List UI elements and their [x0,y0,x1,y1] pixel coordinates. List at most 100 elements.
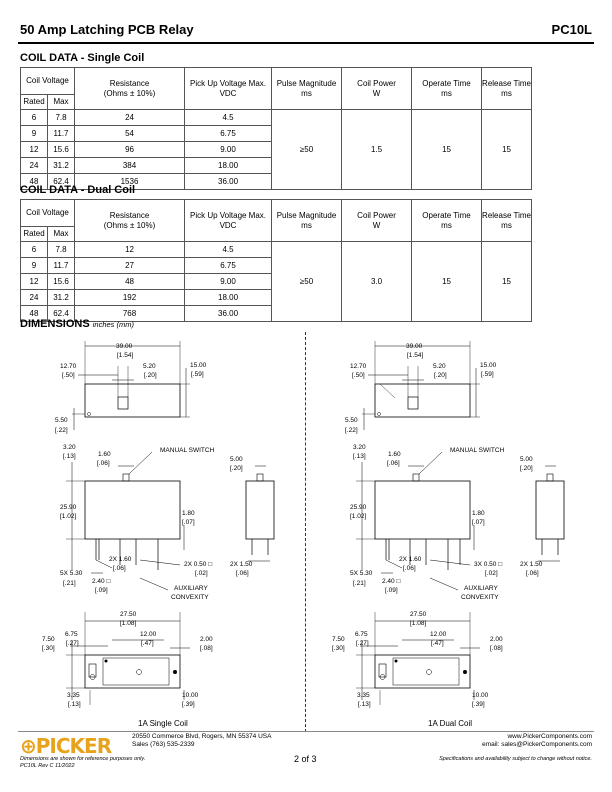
hdr-pickup: Pick Up Voltage Max.VDC [184,67,273,110]
svg-text:[1.08]: [1.08] [120,620,136,627]
footer-notes: Dimensions are shown for reference purpo… [20,756,146,769]
hdr-max: Max [46,94,76,110]
svg-text:[.59]: [.59] [481,371,494,378]
dual-coil-title: COIL DATA - Dual Coil [20,184,136,196]
svg-text:[.22]: [.22] [345,427,358,434]
svg-text:5.00: 5.00 [520,456,533,463]
svg-text:7.50: 7.50 [332,636,345,643]
svg-text:15.00: 15.00 [480,362,497,369]
release-value: 15 [481,241,533,322]
part-number: PC10L [551,22,592,37]
svg-text:5.50: 5.50 [345,417,358,424]
svg-text:[.06]: [.06] [387,460,400,467]
footer-disclaimer: Specifications and availability subject … [439,756,592,762]
dual-coil-detail-line [379,383,396,399]
svg-text:[.30]: [.30] [332,645,345,652]
svg-text:2.00: 2.00 [490,636,503,643]
svg-text:[.13]: [.13] [68,701,81,708]
dual-coil-drawing [355,340,565,706]
svg-text:[.06]: [.06] [97,460,110,467]
svg-text:[.13]: [.13] [358,701,371,708]
svg-text:27.50: 27.50 [120,611,137,618]
svg-text:[.22]: [.22] [55,427,68,434]
svg-text:5.20: 5.20 [433,363,446,370]
power-value: 1.5 [341,109,413,190]
svg-text:3X 0.50 □: 3X 0.50 □ [474,561,502,568]
drawing-divider [305,332,306,732]
dimensions-title: DIMENSIONS inches (mm) [20,318,135,330]
svg-text:[.02]: [.02] [195,570,208,577]
hdr-resistance: Resistance(Ohms ± 10%) [74,67,186,110]
svg-text:[1.02]: [1.02] [350,513,366,520]
single-coil-drawing [65,340,275,706]
svg-text:[.13]: [.13] [63,453,76,460]
caption-dual-coil: 1A Dual Coil [428,719,473,728]
svg-text:12.70: 12.70 [350,363,367,370]
svg-text:12.00: 12.00 [140,631,157,638]
svg-text:12.70: 12.70 [60,363,77,370]
svg-text:39.00: 39.00 [406,343,423,350]
svg-text:[.21]: [.21] [353,580,366,587]
svg-text:[.06]: [.06] [403,565,416,572]
svg-text:1.60: 1.60 [98,451,111,458]
svg-text:2X 1.50: 2X 1.50 [520,561,543,568]
email-link[interactable]: email: sales@PickerComponents.com [482,741,592,748]
page-title: 50 Amp Latching PCB Relay [20,22,194,37]
svg-text:[.20]: [.20] [144,372,157,379]
svg-text:[1.54]: [1.54] [407,352,423,359]
svg-text:[.13]: [.13] [353,453,366,460]
svg-text:2X 0.50 □: 2X 0.50 □ [184,561,212,568]
single-coil-table: Coil Voltage Resistance(Ohms ± 10%) Pick… [19,67,533,190]
caption-single-coil: 1A Single Coil [138,719,188,728]
svg-text:12.00: 12.00 [430,631,447,638]
svg-text:7.50: 7.50 [42,636,55,643]
svg-text:6.75: 6.75 [355,631,368,638]
svg-text:3.20: 3.20 [63,444,76,451]
website-link[interactable]: www.PickerComponents.com [507,733,592,740]
svg-text:1.80: 1.80 [472,510,485,517]
svg-text:[.20]: [.20] [520,465,533,472]
svg-text:[.27]: [.27] [356,640,369,647]
svg-text:[.02]: [.02] [485,570,498,577]
svg-text:1.60: 1.60 [388,451,401,458]
svg-text:[.20]: [.20] [230,465,243,472]
svg-text:15.00: 15.00 [190,362,207,369]
svg-text:27.50: 27.50 [410,611,427,618]
svg-text:[.07]: [.07] [472,519,485,526]
svg-text:2.00: 2.00 [200,636,213,643]
svg-text:1.80: 1.80 [182,510,195,517]
svg-text:2X 1.60: 2X 1.60 [109,556,132,563]
svg-text:3.35: 3.35 [357,692,370,699]
svg-text:[.39]: [.39] [472,701,485,708]
svg-text:AUXILIARY: AUXILIARY [174,585,209,592]
svg-text:[.09]: [.09] [95,587,108,594]
svg-text:2.40 □: 2.40 □ [382,578,400,585]
operate-value: 15 [411,109,483,190]
footer-rule [18,731,594,732]
svg-text:CONVEXITY: CONVEXITY [171,594,209,601]
svg-text:3.35: 3.35 [67,692,80,699]
svg-text:10.00: 10.00 [472,692,489,699]
svg-text:[.06]: [.06] [236,570,249,577]
svg-text:39.00: 39.00 [116,343,133,350]
svg-text:[.09]: [.09] [385,587,398,594]
hdr-resistance: Resistance(Ohms ± 10%) [74,199,186,242]
single-coil-title: COIL DATA - Single Coil [20,52,145,64]
page-number: 2 of 3 [294,754,317,764]
svg-text:[.59]: [.59] [191,371,204,378]
svg-text:[.47]: [.47] [431,640,444,647]
svg-text:CONVEXITY: CONVEXITY [461,594,499,601]
svg-text:[1.08]: [1.08] [410,620,426,627]
svg-text:10.00: 10.00 [182,692,199,699]
